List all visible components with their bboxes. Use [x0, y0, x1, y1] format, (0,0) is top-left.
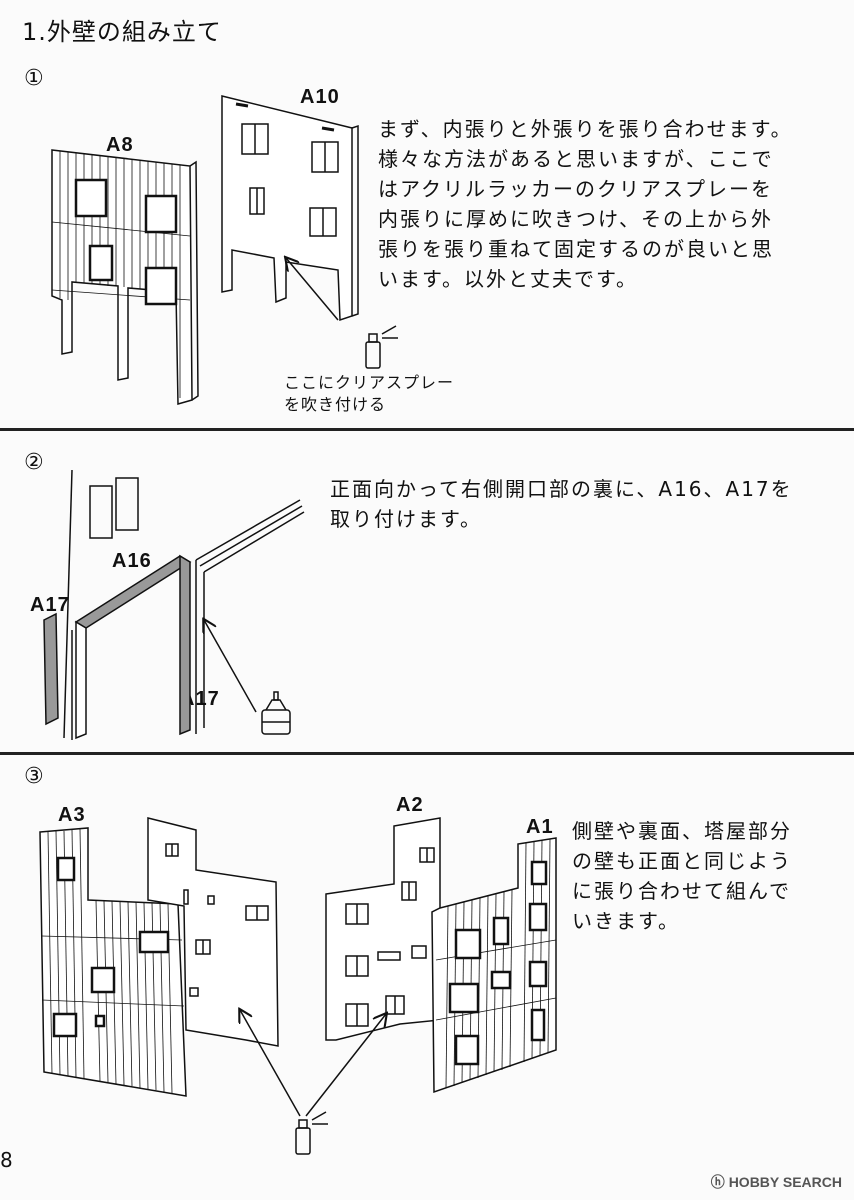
spray-can-icon-step1 [365, 325, 398, 369]
part-label-a16: A16 [112, 550, 152, 572]
part-label-a1: A1 [526, 816, 554, 838]
step-2-text: 正面向かって右側開口部の裏に、A16、A17を 取り付けます。 [330, 477, 793, 531]
a8-panel-illustration [51, 149, 199, 405]
section-heading: 1.外壁の組み立て [22, 18, 222, 46]
part-label-a10: A10 [300, 86, 340, 108]
step-3-number: ③ [24, 764, 44, 789]
page-number: 8 [0, 1148, 13, 1172]
part-label-a2: A2 [396, 794, 424, 816]
spray-can-icon-step3 [295, 1111, 328, 1155]
watermark-logo: ⓗ HOBBY SEARCH [710, 1174, 842, 1190]
part-label-a17-loose: A17 [30, 594, 70, 616]
step-1-text: まず、内張りと外張りを張り合わせます。 様々な方法があると思いますが、ここで は… [378, 117, 793, 291]
divider-1 [0, 428, 854, 431]
part-label-a3: A3 [58, 804, 86, 826]
step-3-text: 側壁や裏面、塔屋部分 の壁も正面と同じよう に張り合わせて組んで いきます。 [572, 819, 792, 933]
a17-strip-illustration [43, 612, 59, 726]
a10-panel-illustration [221, 95, 359, 322]
step-1-number: ① [24, 66, 44, 91]
step-2-number: ② [24, 450, 44, 475]
step2-wall-illustration [63, 469, 305, 739]
a1-panel-illustration [431, 837, 557, 1094]
a2-panel-illustration [325, 817, 441, 1041]
a3-panel-illustration [39, 827, 187, 1097]
part-label-a8: A8 [106, 134, 134, 156]
a4-panel-illustration [147, 817, 279, 1047]
glue-bottle-icon [261, 691, 291, 735]
a16-frame-illustration [71, 554, 192, 740]
divider-2 [0, 752, 854, 755]
spray-note: ここにクリアスプレー を吹き付ける [284, 373, 455, 414]
